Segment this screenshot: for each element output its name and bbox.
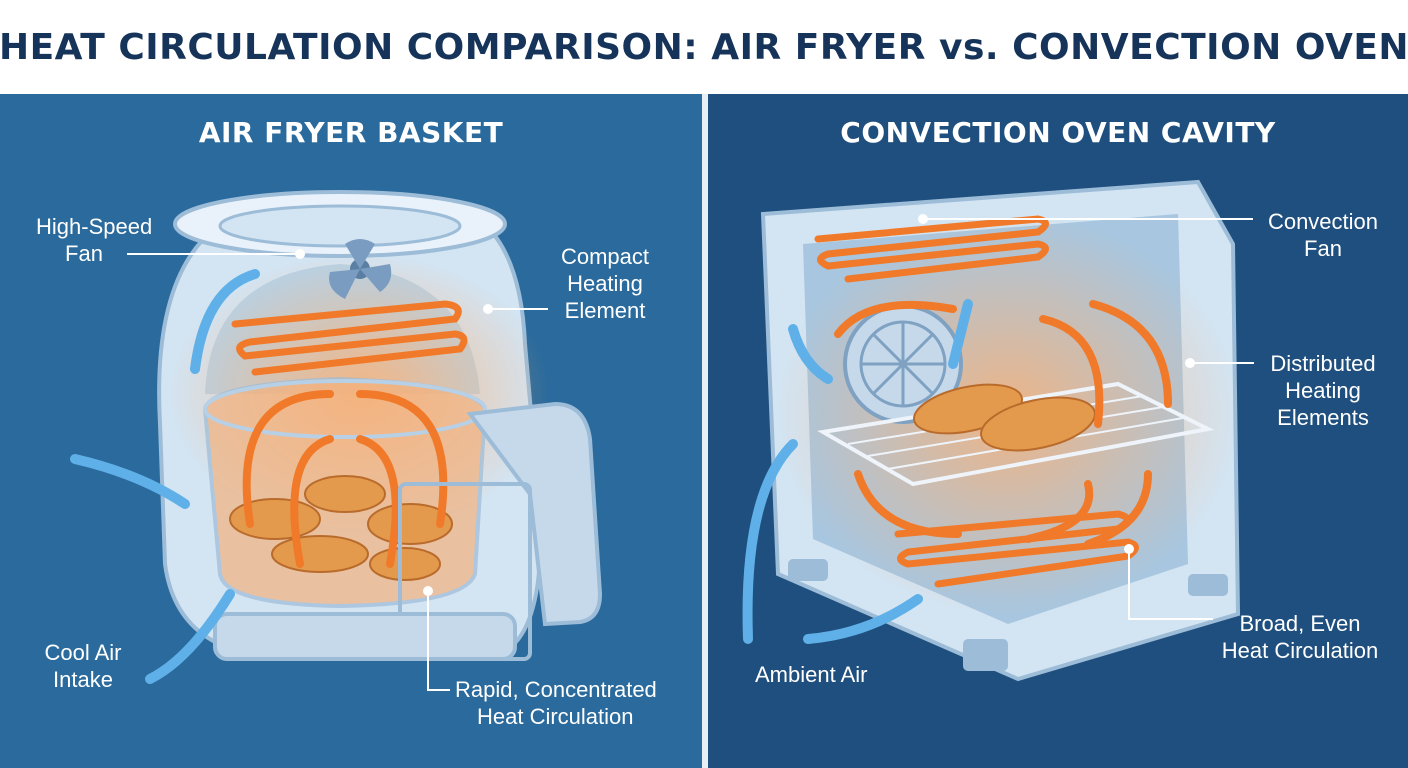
convection-fan-label: Convection Fan: [1267, 209, 1379, 261]
cool-air-intake-label: Cool Air Intake: [44, 640, 122, 692]
high-speed-fan-label: High-Speed Fan: [36, 214, 153, 266]
panel-divider: [702, 94, 708, 768]
convection-fan-icon: [843, 304, 963, 424]
main-title: HEAT CIRCULATION COMPARISON: AIR FRYER v…: [0, 26, 1408, 68]
broad-circulation-label: Broad, Even Heat Circulation: [1221, 611, 1379, 663]
top-heating-element: [814, 215, 1049, 283]
ambient-air-arrows: [742, 299, 973, 644]
distributed-heating-elements-label: Distributed Heating Elements: [1270, 351, 1376, 430]
title-bar: HEAT CIRCULATION COMPARISON: AIR FRYER v…: [0, 0, 1408, 94]
high-speed-fan-icon: [329, 239, 392, 299]
even-circulation-arrows: [834, 300, 1172, 548]
convection-oven-panel-title: CONVECTION OVEN CAVITY: [840, 116, 1276, 149]
air-fryer-handle: [466, 401, 603, 627]
air-fryer-panel: AIR FRYER BASKET: [0, 94, 702, 768]
rapid-circulation-arrows: [242, 390, 448, 568]
compact-heating-element: [231, 300, 468, 376]
oven-food: [913, 383, 1096, 452]
convection-oven-illustration: [742, 179, 1254, 682]
air-fryer-base: [213, 612, 517, 661]
air-fryer-panel-title: AIR FRYER BASKET: [198, 116, 504, 149]
air-fryer-illustration: [70, 190, 603, 691]
ambient-air-label: Ambient Air: [755, 662, 868, 687]
compact-heating-element-label: Compact Heating Element: [560, 244, 650, 323]
cool-air-arrows: [70, 269, 260, 684]
convection-oven-panel: CONVECTION OVEN CAVITY: [708, 94, 1408, 768]
rapid-circulation-label: Rapid, Concentrated Heat Circulation: [455, 677, 657, 729]
